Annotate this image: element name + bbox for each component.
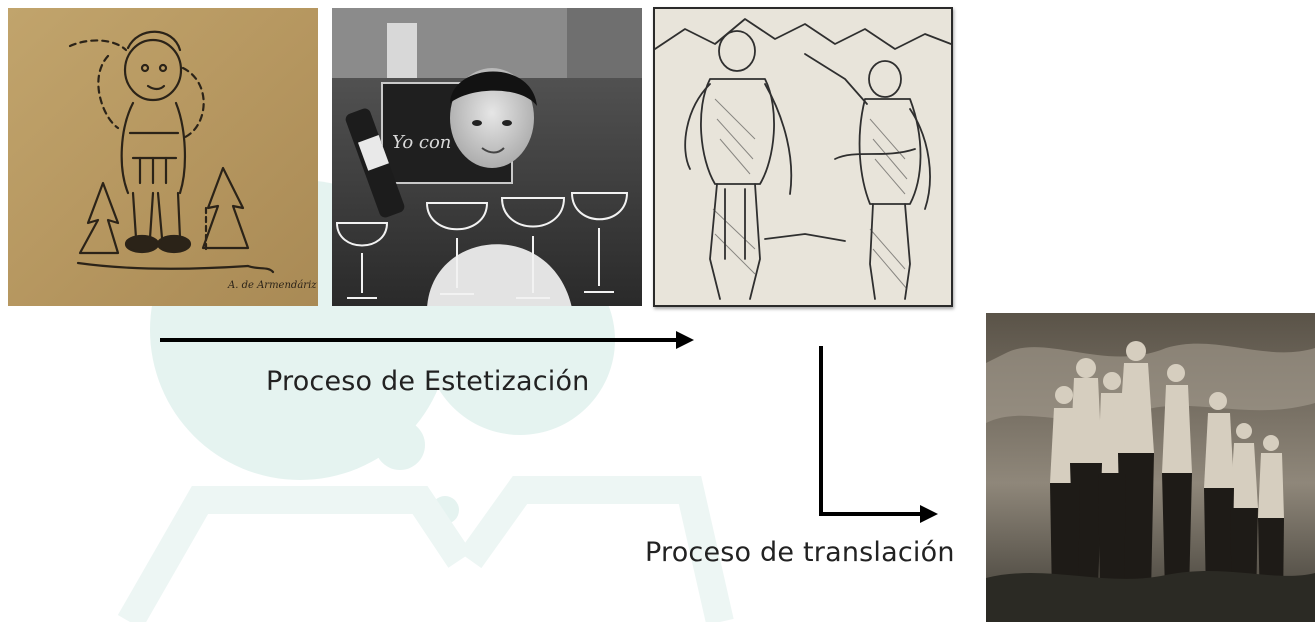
film-still-men-image: [986, 313, 1315, 622]
sketch-soldier-image: A. de Armendáriz: [8, 8, 318, 306]
translation-process-label: Proceso de translación: [645, 537, 955, 568]
bar-photo-image: Yo con: [332, 8, 642, 306]
poster-text: Yo con: [392, 132, 451, 153]
aesthetization-arrow: [160, 331, 694, 349]
signature-text: A. de Armendáriz: [227, 280, 317, 291]
aesthetization-process-label: Proceso de Estetización: [266, 366, 590, 397]
soldiers-drawing-image: [653, 7, 953, 307]
translation-arrow: [819, 346, 938, 523]
